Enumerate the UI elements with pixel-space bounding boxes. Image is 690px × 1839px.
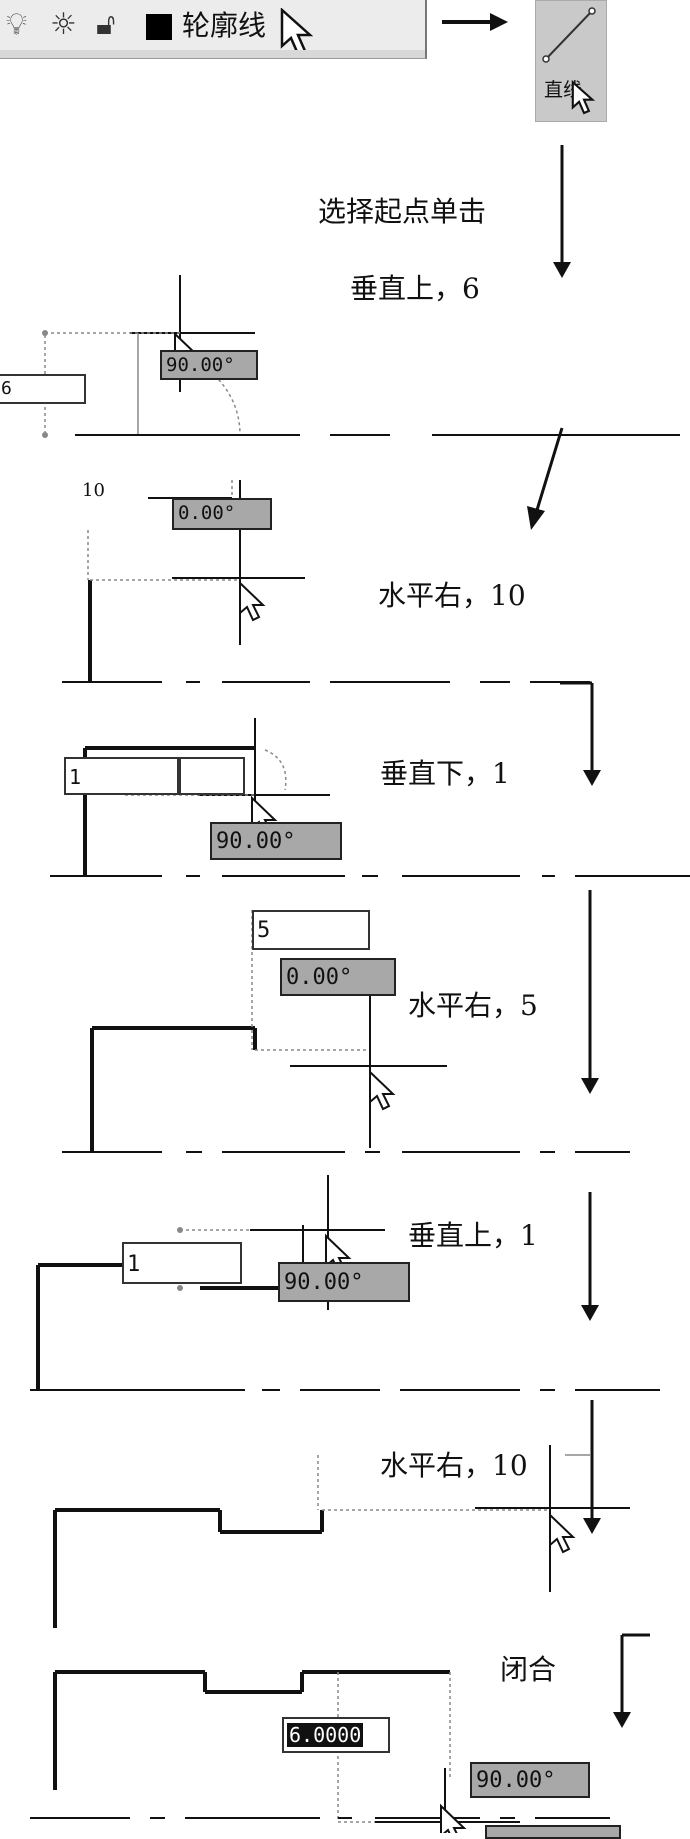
step7-sketch <box>30 1670 610 1833</box>
step-label-7: 闭合 <box>500 1653 557 1686</box>
length-input-5[interactable]: 1 <box>122 1242 242 1284</box>
angle-display-3: 90.00° <box>210 822 342 860</box>
length-input-1[interactable]: 6 <box>0 374 86 404</box>
color-swatch-icon[interactable] <box>146 14 172 40</box>
layer-toolbar: 💡︎ ☼ 🔓︎ 轮廓线 <box>0 0 427 59</box>
line-tool-button[interactable]: 直线 <box>535 0 607 122</box>
flow-arrow-5 <box>581 1192 599 1321</box>
step-label-3: 垂直下，1 <box>380 757 510 790</box>
flow-arrow-7 <box>613 1633 650 1728</box>
flow-arrow-2 <box>527 427 564 530</box>
step-label-2: 水平右，10 <box>378 579 526 612</box>
angle-display-5: 90.00° <box>278 1262 410 1302</box>
layer-name[interactable]: 轮廓线 <box>182 9 267 42</box>
angle-display-7: 90.00° <box>470 1762 590 1798</box>
length-input-7-selected: 6.0000 <box>287 1723 364 1747</box>
step-label-1: 垂直上，6 <box>350 272 480 305</box>
unlock-icon[interactable]: 🔓︎ <box>96 7 116 42</box>
step-label-start: 选择起点单击 <box>318 195 487 228</box>
step6-sketch <box>53 1445 630 1628</box>
length-input-3-tail <box>179 757 245 795</box>
step-label-4: 水平右，5 <box>408 989 538 1022</box>
line-tool-icon <box>542 7 596 63</box>
step4-sketch <box>62 910 630 1153</box>
step3-sketch <box>50 718 690 877</box>
length-input-3[interactable]: 1 <box>64 757 179 795</box>
step-label-6: 水平右，10 <box>380 1449 528 1482</box>
flow-arrow-4 <box>581 890 599 1094</box>
angle-display-2: 0.00° <box>172 498 272 530</box>
cursor-icon <box>571 79 596 115</box>
lightbulb-icon[interactable]: 💡︎ <box>6 7 27 42</box>
length-input-7[interactable]: 6.0000 <box>282 1717 390 1753</box>
angle-display-1: 90.00° <box>160 350 258 380</box>
length-input-4[interactable]: 5 <box>252 910 370 950</box>
layer-row-partial <box>0 50 425 58</box>
step-label-5: 垂直上，1 <box>408 1219 538 1252</box>
toolbar-arrow <box>442 13 508 31</box>
flow-arrow-1 <box>553 145 571 278</box>
angle-display-4: 0.00° <box>280 958 396 996</box>
length-input-2: 10 <box>82 480 105 501</box>
flow-arrow-3 <box>560 681 601 786</box>
angle-display-7b <box>485 1825 621 1839</box>
sun-icon[interactable]: ☼ <box>50 7 77 42</box>
flow-arrow-6 <box>583 1400 601 1534</box>
